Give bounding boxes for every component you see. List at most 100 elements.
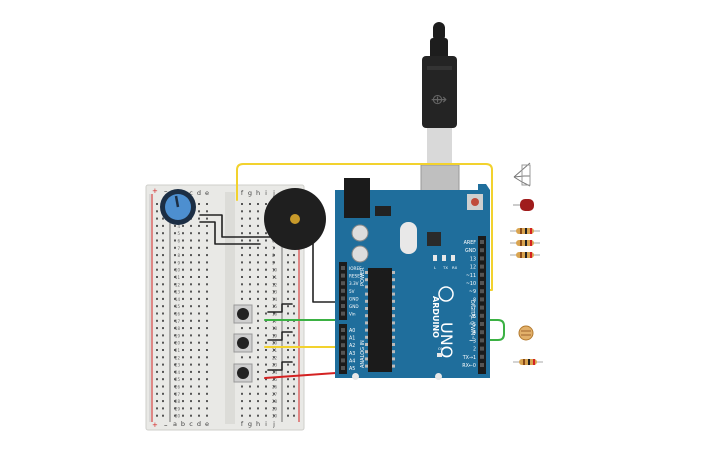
breadboard-hole[interactable] (273, 246, 275, 249)
breadboard-hole[interactable] (182, 363, 184, 366)
breadboard-hole[interactable] (257, 407, 259, 410)
breadboard-hole[interactable] (287, 305, 289, 308)
breadboard-hole[interactable] (273, 327, 275, 330)
breadboard-hole[interactable] (156, 239, 158, 242)
usb-cable[interactable]: ⟴ (420, 22, 460, 216)
breadboard-hole[interactable] (241, 283, 243, 286)
breadboard-hole[interactable] (241, 268, 243, 271)
breadboard-hole[interactable] (198, 217, 200, 220)
breadboard-hole[interactable] (182, 312, 184, 315)
breadboard-hole[interactable] (198, 203, 200, 205)
breadboard-hole[interactable] (162, 363, 164, 366)
breadboard-hole[interactable] (198, 341, 200, 344)
breadboard-hole[interactable] (273, 297, 275, 300)
breadboard-hole[interactable] (198, 400, 200, 403)
breadboard-hole[interactable] (206, 392, 208, 395)
breadboard-hole[interactable] (162, 276, 164, 278)
breadboard-hole[interactable] (190, 334, 192, 337)
breadboard-hole[interactable] (162, 378, 164, 381)
breadboard-hole[interactable] (265, 385, 267, 388)
breadboard-hole[interactable] (190, 297, 192, 300)
breadboard-hole[interactable] (265, 276, 267, 278)
breadboard-hole[interactable] (241, 414, 243, 417)
pushbutton-2[interactable] (233, 333, 253, 353)
breadboard-hole[interactable] (241, 239, 243, 242)
breadboard-hole[interactable] (241, 327, 243, 330)
breadboard-hole[interactable] (190, 312, 192, 315)
header-pin[interactable] (341, 335, 345, 340)
breadboard-hole[interactable] (182, 246, 184, 249)
header-pin[interactable] (480, 346, 484, 351)
breadboard-hole[interactable] (257, 254, 259, 257)
piezo-buzzer[interactable] (264, 188, 326, 250)
breadboard-hole[interactable] (182, 290, 184, 293)
breadboard-hole[interactable] (249, 414, 251, 417)
breadboard-hole[interactable] (174, 283, 176, 286)
breadboard-hole[interactable] (198, 392, 200, 395)
breadboard-hole[interactable] (206, 400, 208, 403)
breadboard-hole[interactable] (293, 305, 295, 308)
breadboard-hole[interactable] (206, 239, 208, 242)
breadboard-hole[interactable] (174, 385, 176, 388)
breadboard-hole[interactable] (287, 290, 289, 293)
breadboard-hole[interactable] (249, 356, 251, 359)
breadboard-hole[interactable] (249, 224, 251, 227)
breadboard-hole[interactable] (174, 246, 176, 249)
breadboard-hole[interactable] (273, 276, 275, 278)
breadboard-hole[interactable] (162, 297, 164, 300)
breadboard-hole[interactable] (241, 297, 243, 300)
breadboard-hole[interactable] (257, 246, 259, 249)
breadboard-hole[interactable] (156, 356, 158, 359)
breadboard-hole[interactable] (293, 312, 295, 315)
breadboard-hole[interactable] (162, 400, 164, 403)
breadboard-hole[interactable] (198, 385, 200, 388)
breadboard-hole[interactable] (162, 312, 164, 315)
breadboard-hole[interactable] (287, 407, 289, 410)
breadboard-hole[interactable] (287, 254, 289, 257)
pushbutton-1[interactable] (233, 304, 253, 324)
header-pin[interactable] (341, 266, 345, 270)
breadboard-hole[interactable] (174, 370, 176, 373)
breadboard-hole[interactable] (162, 341, 164, 344)
breadboard-hole[interactable] (206, 334, 208, 337)
breadboard-hole[interactable] (206, 283, 208, 286)
breadboard-hole[interactable] (174, 232, 176, 235)
breadboard-hole[interactable] (249, 290, 251, 293)
breadboard-hole[interactable] (265, 407, 267, 410)
breadboard-hole[interactable] (198, 297, 200, 300)
header-pin[interactable] (480, 272, 484, 277)
breadboard-hole[interactable] (241, 407, 243, 410)
breadboard-hole[interactable] (257, 319, 259, 322)
breadboard-hole[interactable] (293, 378, 295, 381)
breadboard-hole[interactable] (287, 327, 289, 330)
breadboard-hole[interactable] (249, 392, 251, 395)
breadboard-hole[interactable] (257, 349, 259, 351)
breadboard-hole[interactable] (182, 327, 184, 330)
breadboard-hole[interactable] (190, 254, 192, 257)
breadboard-hole[interactable] (174, 305, 176, 308)
breadboard-hole[interactable] (293, 297, 295, 300)
breadboard-hole[interactable] (273, 290, 275, 293)
breadboard-hole[interactable] (198, 370, 200, 373)
breadboard-hole[interactable] (287, 400, 289, 403)
breadboard-hole[interactable] (174, 414, 176, 417)
breadboard-hole[interactable] (293, 356, 295, 359)
breadboard-hole[interactable] (198, 327, 200, 330)
breadboard-hole[interactable] (182, 297, 184, 300)
breadboard-hole[interactable] (174, 239, 176, 242)
breadboard-hole[interactable] (206, 203, 208, 205)
breadboard-hole[interactable] (190, 261, 192, 264)
breadboard-hole[interactable] (162, 217, 164, 220)
breadboard-hole[interactable] (287, 378, 289, 381)
breadboard-hole[interactable] (182, 276, 184, 278)
breadboard-hole[interactable] (293, 290, 295, 293)
header-pin[interactable] (341, 328, 345, 332)
breadboard-hole[interactable] (182, 378, 184, 381)
breadboard-hole[interactable] (257, 268, 259, 271)
breadboard-hole[interactable] (156, 203, 158, 205)
breadboard-hole[interactable] (287, 283, 289, 286)
breadboard-hole[interactable] (206, 246, 208, 249)
breadboard-hole[interactable] (241, 254, 243, 257)
breadboard-hole[interactable] (206, 414, 208, 417)
breadboard-hole[interactable] (287, 385, 289, 388)
